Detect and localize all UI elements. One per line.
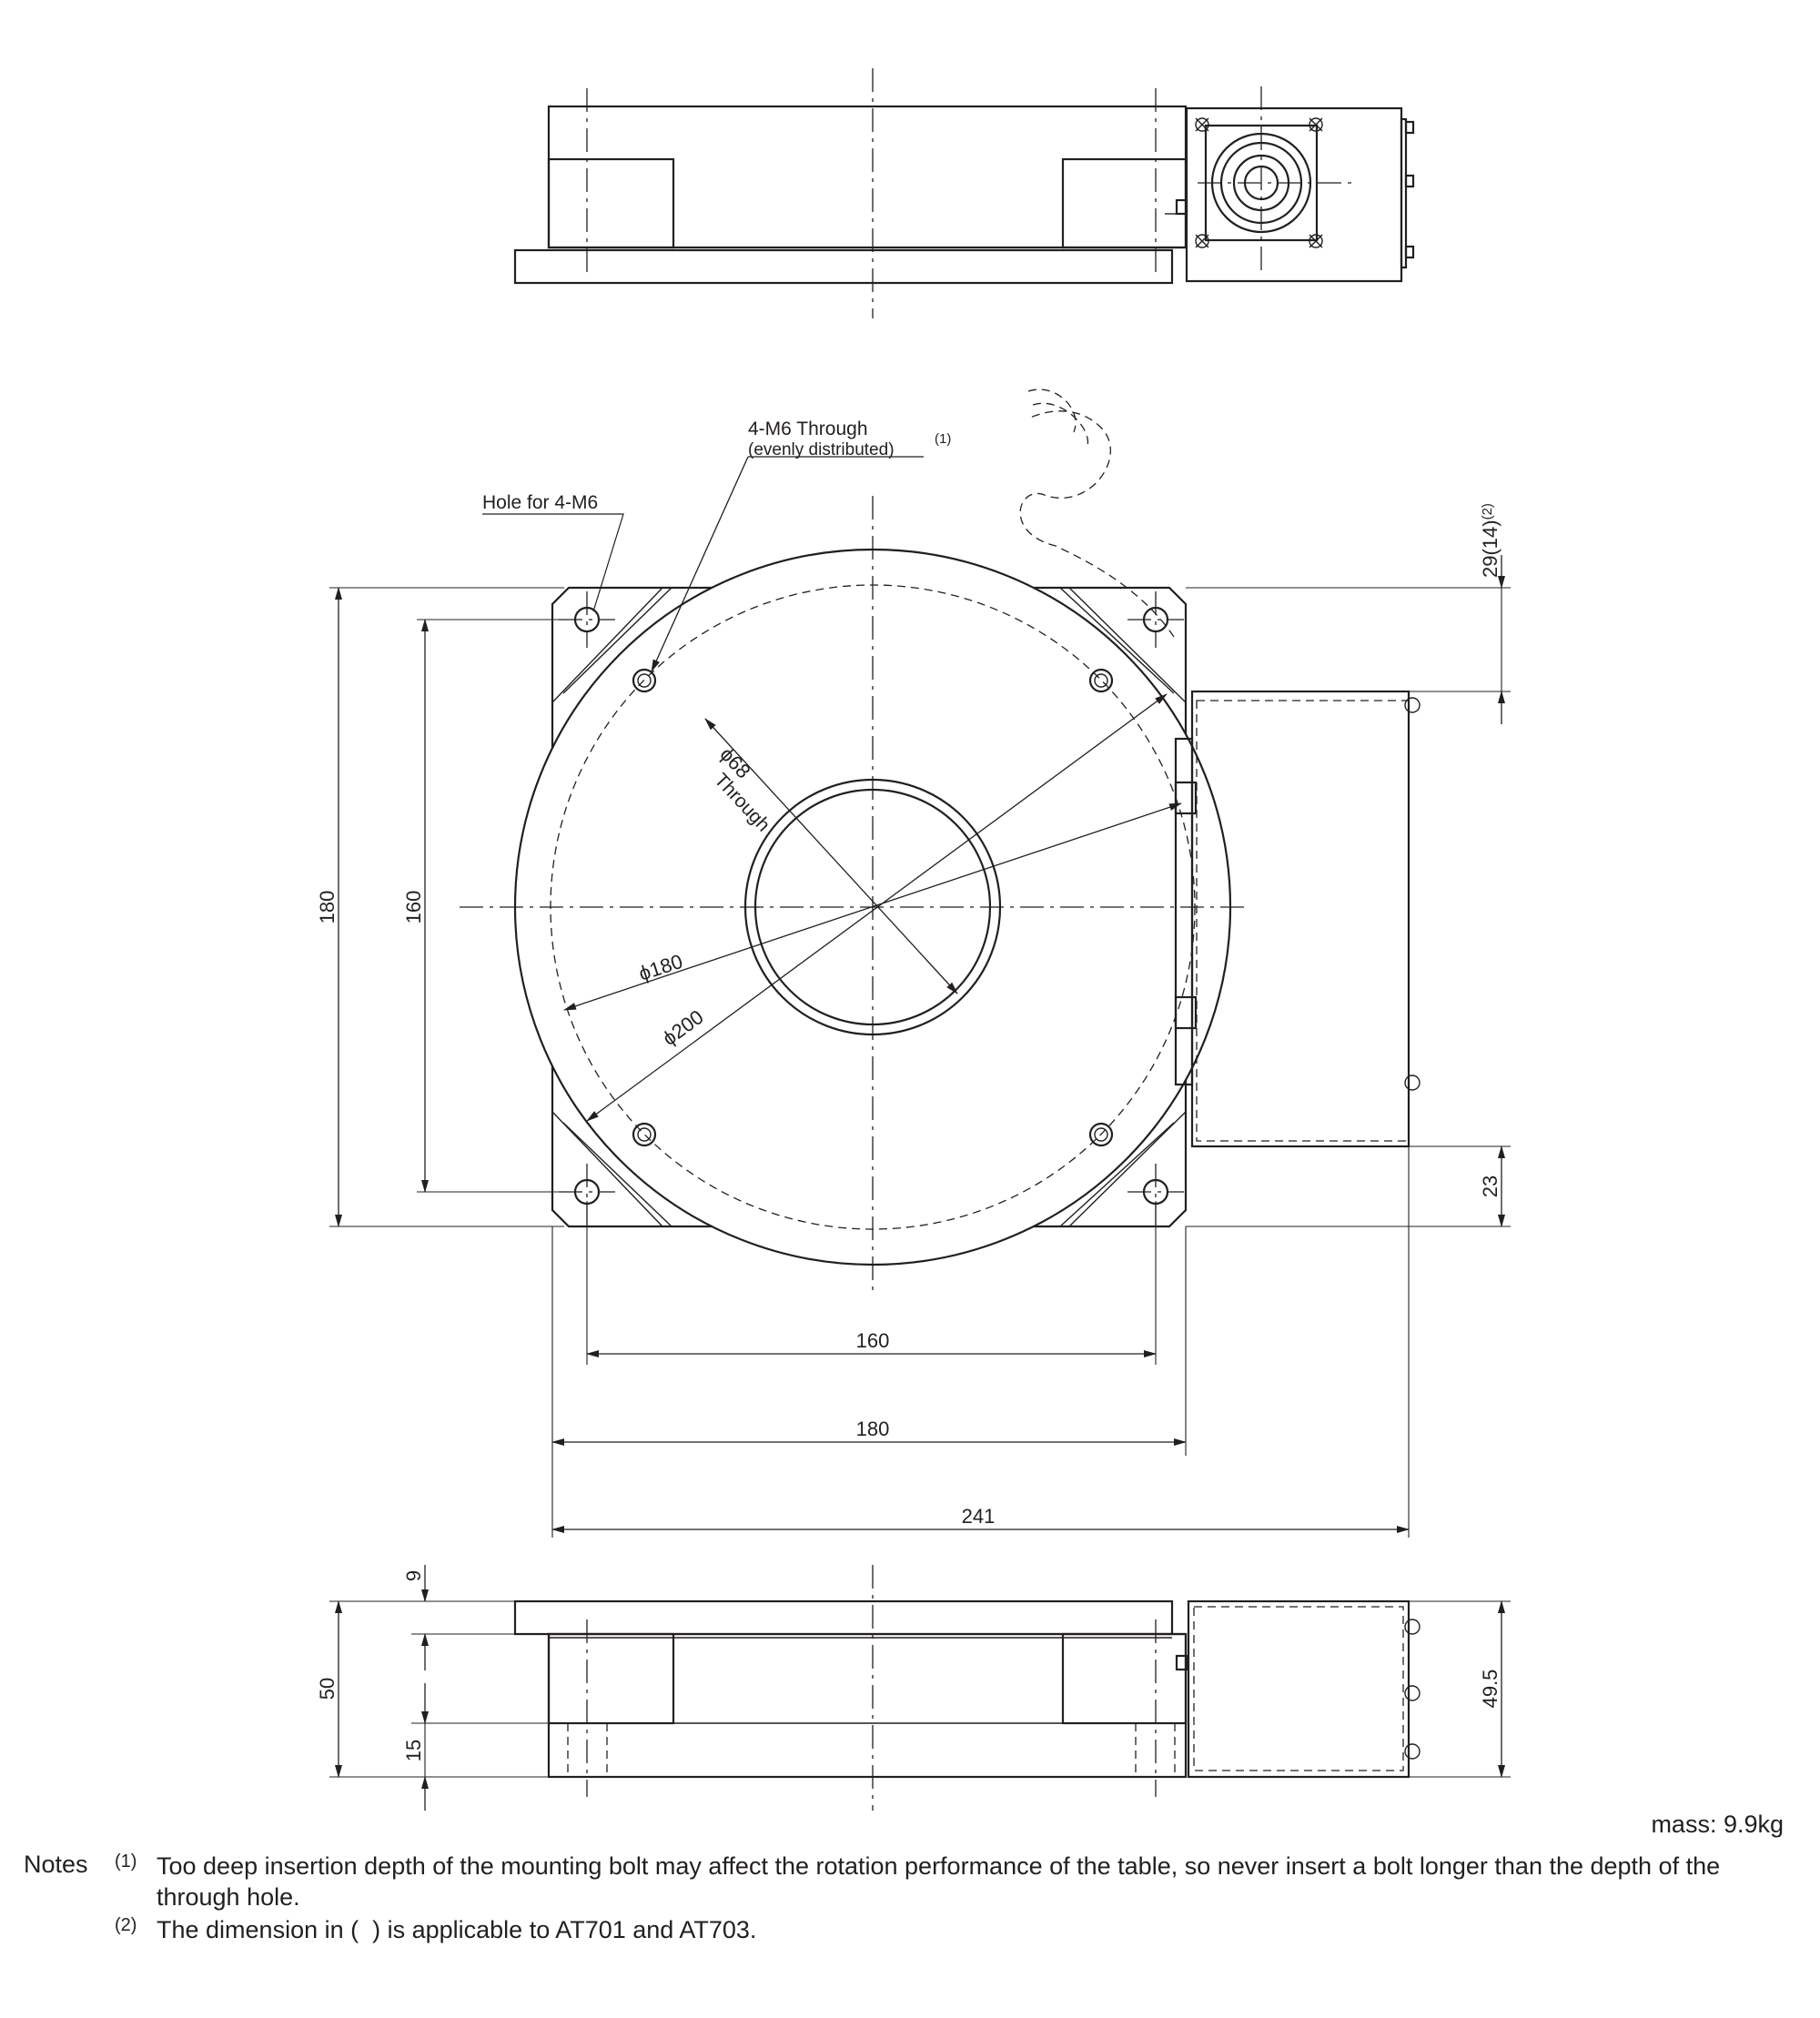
tapped-hole-icon [632,668,1114,1147]
note-2-mark: (2) [115,1915,137,1935]
top-flange-plate [513,248,1174,285]
front-motor-box [1187,1599,1410,1779]
plan-height-180-text: 180 [316,891,339,924]
bottom-241-text: 241 [962,1505,996,1528]
motor-screw-icon [1195,117,1323,248]
bottom-180-text: 180 [856,1418,890,1440]
top-motor-box [1185,106,1403,283]
right-top-value: 29(14) [1479,520,1502,578]
right-23-text: 23 [1479,1175,1502,1197]
note-1-mark: (1) [115,1852,137,1872]
notes-heading: Notes [24,1851,88,1878]
plan-view: ϕ68 Through ϕ180 ϕ200 Hole for 4-M6 4-M6… [316,388,1511,1538]
hole-for-m6-leader [482,513,624,612]
note-2-text: The dimension in ( ) is applicable to AT… [157,1916,757,1943]
side-49-5-text: 49.5 [1479,1670,1502,1709]
m6-through-label: 4-M6 Through [748,419,868,439]
note1-reference-mark: (1) [935,431,951,447]
hole-for-m6-label: Hole for 4-M6 [482,492,598,513]
phi200-dimension-line [586,693,1168,1122]
right-top-note-mark: (2) [1480,503,1495,520]
plan-height-160-text: 160 [402,891,425,924]
mass-label: mass: 9.9kg [1651,1811,1784,1838]
front-flange-plate [513,1599,1174,1636]
top-elevation-view [513,68,1415,318]
front-body-outline [547,1632,1188,1779]
front-left-block [547,1632,675,1725]
front-elevation-view: 50 9 15 49.5 [316,1565,1511,1811]
right-top-dim-text: 29(14)(2) [1479,503,1502,578]
evenly-distributed-label: (evenly distributed) [748,440,895,459]
top-left-block [547,157,675,249]
side-15-text: 15 [402,1740,425,1761]
front-right-block [1061,1632,1188,1725]
top-right-block [1061,157,1188,249]
note-1-text: Too deep insertion depth of the mounting… [157,1852,1721,1911]
cable [1019,410,1175,638]
side-9-text: 9 [402,1570,425,1581]
side-50-text: 50 [316,1678,339,1700]
bottom-160-text: 160 [856,1329,890,1352]
top-body-outline [547,105,1188,249]
